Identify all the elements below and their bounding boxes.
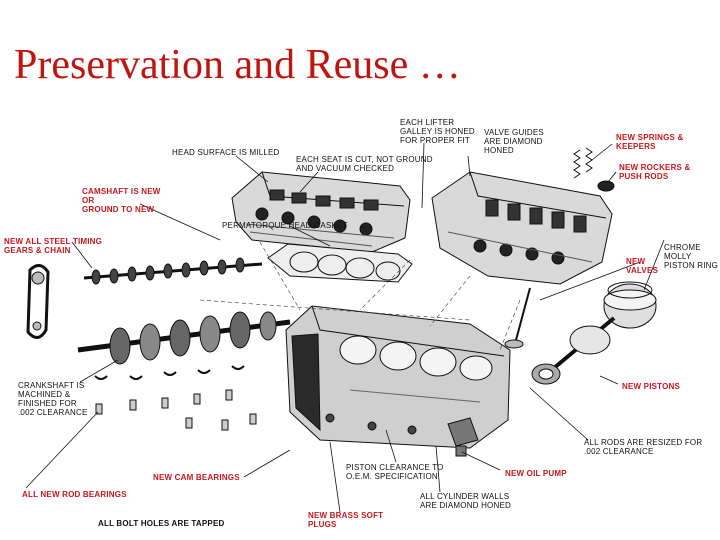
label-each-seat: EACH SEAT IS CUT, NOT GROUND AND VACUUM … xyxy=(296,155,433,173)
label-head-surface: HEAD SURFACE IS MILLED xyxy=(172,148,280,157)
label-each-lifter: EACH LIFTER GALLEY IS HONED FOR PROPER F… xyxy=(400,118,475,145)
label-new-oil-pump: NEW OIL PUMP xyxy=(505,469,567,478)
piston-assembly xyxy=(531,281,657,385)
label-cylinder-walls: ALL CYLINDER WALLS ARE DIAMOND HONED xyxy=(420,492,511,510)
oil-pump xyxy=(447,417,479,457)
label-rods-resized: ALL RODS ARE RESIZED FOR .002 CLEARANCE xyxy=(584,438,703,456)
leader-lines xyxy=(25,142,665,513)
label-bolt-holes: ALL BOLT HOLES ARE TAPPED xyxy=(98,519,225,528)
engine-block xyxy=(285,305,511,449)
label-new-cam-bearings: NEW CAM BEARINGS xyxy=(153,473,240,482)
right-cylinder-head xyxy=(431,171,613,285)
label-piston-clearance: PISTON CLEARANCE TO O.E.M. SPECIFICATION xyxy=(346,463,444,481)
head-gasket xyxy=(267,243,413,283)
camshaft xyxy=(83,257,263,285)
label-valve-guides: VALVE GUIDES ARE DIAMOND HONED xyxy=(484,128,544,155)
label-camshaft: CAMSHAFT IS NEW OR GROUND TO NEW xyxy=(82,187,161,214)
bearing-shells xyxy=(94,365,257,431)
slide-title: Preservation and Reuse … xyxy=(14,42,461,88)
valve-springs xyxy=(573,147,615,192)
label-rod-bearings: ALL NEW ROD BEARINGS xyxy=(22,490,127,499)
label-chrome-molly: CHROME MOLLY PISTON RING xyxy=(664,243,719,270)
alignment-lines xyxy=(199,241,521,351)
label-new-pistons: NEW PISTONS xyxy=(622,382,681,391)
label-timing-gears: NEW ALL STEEL TIMING GEARS & CHAIN xyxy=(4,237,103,255)
left-cylinder-head xyxy=(231,171,411,253)
label-new-rockers: NEW ROCKERS & PUSH RODS xyxy=(619,163,691,181)
timing-chain xyxy=(26,264,50,339)
label-crankshaft: CRANKSHAFT IS MACHINED & FINISHED FOR .0… xyxy=(18,381,88,417)
label-new-springs: NEW SPRINGS & KEEPERS xyxy=(616,133,684,151)
label-permatorque: PERMATORQUE HEAD GASKET xyxy=(222,221,348,230)
valve xyxy=(504,287,531,349)
crankshaft xyxy=(77,311,291,365)
label-brass-plugs: NEW BRASS SOFT PLUGS xyxy=(308,511,384,529)
label-new-valves: NEW VALVES xyxy=(626,257,659,275)
